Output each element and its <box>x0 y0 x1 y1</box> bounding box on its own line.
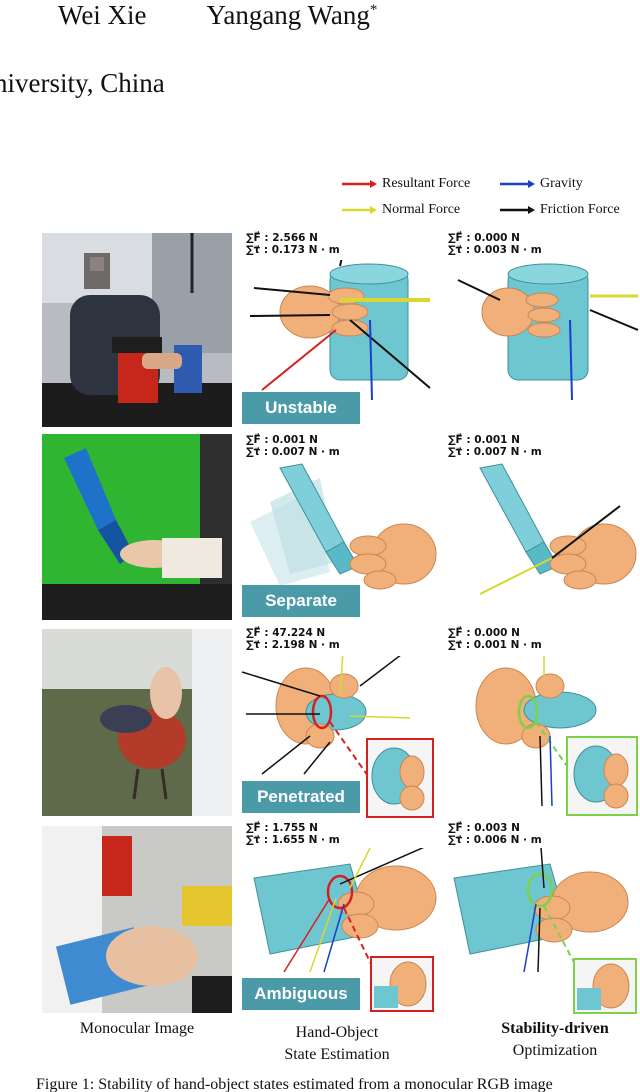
force-legend: Resultant Force Gravity Normal Force Fri… <box>340 172 640 224</box>
hand-knife-optimized <box>479 463 637 595</box>
caption-optimization: Stability-driven Optimization <box>501 1020 609 1059</box>
force-readout: ∑F⃗ : 0.000 N <box>448 232 520 244</box>
force-readout: ∑F⃗ : 0.000 N <box>448 627 520 639</box>
black-arrow-icon <box>500 206 535 214</box>
zoom-inset-optimized-4 <box>573 958 637 1014</box>
author-line: Wei Xie Yangang Wang* <box>58 0 377 31</box>
zoom-inset-estimation-4 <box>370 956 434 1012</box>
torque-readout: ∑τ⃗ : 1.655 N · m <box>246 834 340 846</box>
status-badge-4: Ambiguous <box>242 978 360 1010</box>
force-readout: ∑F⃗ : 0.001 N <box>448 434 520 446</box>
torque-readout: ∑τ⃗ : 0.007 N · m <box>246 446 340 458</box>
status-badge-3: Penetrated <box>242 781 360 813</box>
hand-can-estimation <box>249 260 431 401</box>
metric-optimized-2: ∑F⃗ : 0.001 N ∑τ⃗ : 0.007 N · m <box>448 434 542 458</box>
metric-estimation-4: ∑F⃗ : 1.755 N ∑τ⃗ : 1.655 N · m <box>246 822 340 846</box>
status-badge-1: Unstable <box>242 392 360 424</box>
zoom-inset-estimation-3 <box>366 738 434 818</box>
hand-box-estimation <box>253 848 437 973</box>
hand-bird-estimation <box>241 656 411 777</box>
torque-readout: ∑τ⃗ : 0.007 N · m <box>448 446 542 458</box>
legend-friction: Friction Force <box>498 202 620 218</box>
legend-gravity: Gravity <box>498 176 583 192</box>
metric-optimized-4: ∑F⃗ : 0.003 N ∑τ⃗ : 0.006 N · m <box>448 822 542 846</box>
metric-optimized-3: ∑F⃗ : 0.000 N ∑τ⃗ : 0.001 N · m <box>448 627 542 651</box>
photo-drill <box>42 233 232 427</box>
photo-knife <box>42 434 232 620</box>
status-badge-2: Separate <box>242 585 360 617</box>
force-readout: ∑F⃗ : 47.224 N <box>246 627 326 639</box>
zoom-inset-optimized-3 <box>566 736 638 816</box>
author-2: Yangang Wang <box>206 0 370 30</box>
red-arrow-icon <box>342 180 377 188</box>
metric-estimation-2: ∑F⃗ : 0.001 N ∑τ⃗ : 0.007 N · m <box>246 434 340 458</box>
torque-readout: ∑τ⃗ : 0.006 N · m <box>448 834 542 846</box>
photo-bird <box>42 629 232 816</box>
caption-estimation: Hand-Object State Estimation <box>284 1024 390 1063</box>
legend-resultant: Resultant Force <box>340 176 470 192</box>
affiliation: niversity, China <box>0 68 165 98</box>
hand-box-optimized <box>453 848 629 973</box>
torque-readout: ∑τ⃗ : 0.003 N · m <box>448 244 542 256</box>
metric-optimized-1: ∑F⃗ : 0.000 N ∑τ⃗ : 0.003 N · m <box>448 232 542 256</box>
force-readout: ∑F⃗ : 0.003 N <box>448 822 520 834</box>
yellow-arrow-icon <box>342 206 377 214</box>
force-readout: ∑F⃗ : 2.566 N <box>246 232 318 244</box>
metric-estimation-3: ∑F⃗ : 47.224 N ∑τ⃗ : 2.198 N · m <box>246 627 340 651</box>
caption-monocular: Monocular Image <box>79 1020 195 1037</box>
metric-estimation-1: ∑F⃗ : 2.566 N ∑τ⃗ : 0.173 N · m <box>246 232 340 256</box>
photo-box <box>42 826 232 1013</box>
blue-arrow-icon <box>500 180 535 188</box>
hand-can-optimized <box>457 263 639 401</box>
hand-knife-estimation <box>250 463 437 590</box>
torque-readout: ∑τ⃗ : 2.198 N · m <box>246 639 340 651</box>
force-readout: ∑F⃗ : 1.755 N <box>246 822 318 834</box>
force-readout: ∑F⃗ : 0.001 N <box>246 434 318 446</box>
torque-readout: ∑τ⃗ : 0.173 N · m <box>246 244 340 256</box>
corresponding-mark: * <box>369 2 378 18</box>
figure-caption: Figure 1: Stability of hand-object state… <box>36 1076 553 1092</box>
author-1: Wei Xie <box>58 0 147 30</box>
legend-normal: Normal Force <box>340 202 460 218</box>
torque-readout: ∑τ⃗ : 0.001 N · m <box>448 639 542 651</box>
